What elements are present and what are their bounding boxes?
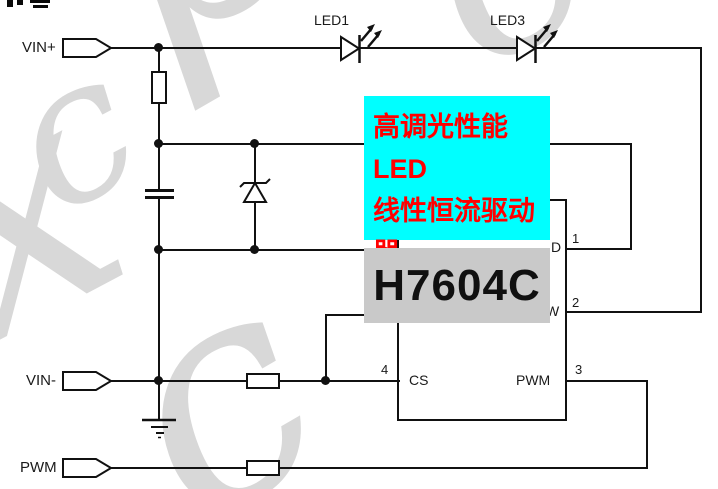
wire (700, 47, 702, 313)
wire (158, 249, 400, 251)
part-number-label: H7604C (373, 260, 541, 310)
vin-plus-connector (62, 38, 113, 58)
pin-number-2: 2 (572, 295, 580, 310)
junction-dot (250, 245, 259, 254)
capacitor (145, 196, 174, 199)
wire (158, 47, 160, 191)
led3-label: LED3 (490, 12, 526, 28)
led1-label: LED1 (314, 12, 350, 28)
junction-dot (321, 376, 330, 385)
junction-dot (154, 245, 163, 254)
pwm-port-label: PWM (20, 459, 57, 476)
resistor (246, 373, 280, 389)
junction-dot (154, 376, 163, 385)
wire (359, 47, 520, 49)
ic-pin1-label-fragment: D (551, 239, 562, 255)
wire (111, 467, 648, 469)
vin-minus-connector (62, 371, 113, 391)
capacitor (145, 189, 174, 192)
callout-box: 高调光性能LED 线性恒流驱动器 2.5V-36V 输入 (364, 96, 550, 310)
wire (630, 143, 632, 250)
resistor (246, 460, 280, 476)
part-number-box: H7604C (364, 248, 550, 323)
vin-minus-label: VIN- (26, 372, 56, 389)
wire (158, 197, 160, 381)
wire (565, 248, 632, 250)
wire (325, 314, 327, 382)
junction-dot (250, 139, 259, 148)
wire (158, 381, 160, 420)
resistor (151, 71, 167, 104)
vin-plus-label: VIN+ (22, 39, 56, 56)
pin-number-1: 1 (572, 231, 580, 246)
junction-dot (154, 139, 163, 148)
svg-text:x: x (0, 20, 173, 408)
pin-number-4: 4 (381, 362, 389, 377)
led3-symbol (516, 24, 558, 63)
wire (536, 47, 702, 49)
svg-text:p: p (2, 0, 365, 126)
wire (565, 311, 702, 313)
ic-pin-pwm-label: PWM (516, 372, 551, 388)
wire (325, 314, 400, 316)
callout-line-1: 高调光性能LED (373, 112, 508, 184)
pwm-connector (62, 458, 113, 478)
zener-diode-symbol (239, 145, 271, 250)
led1-symbol (340, 24, 382, 63)
wire (646, 381, 648, 469)
wire (111, 47, 343, 49)
junction-dot (154, 43, 163, 52)
ground-symbol (142, 418, 176, 439)
wire (565, 380, 648, 382)
svg-text:c: c (56, 205, 376, 489)
cropped-title-fragment (7, 0, 50, 8)
ic-pin-cs-label: CS (409, 372, 429, 388)
pin-number-3: 3 (575, 362, 583, 377)
